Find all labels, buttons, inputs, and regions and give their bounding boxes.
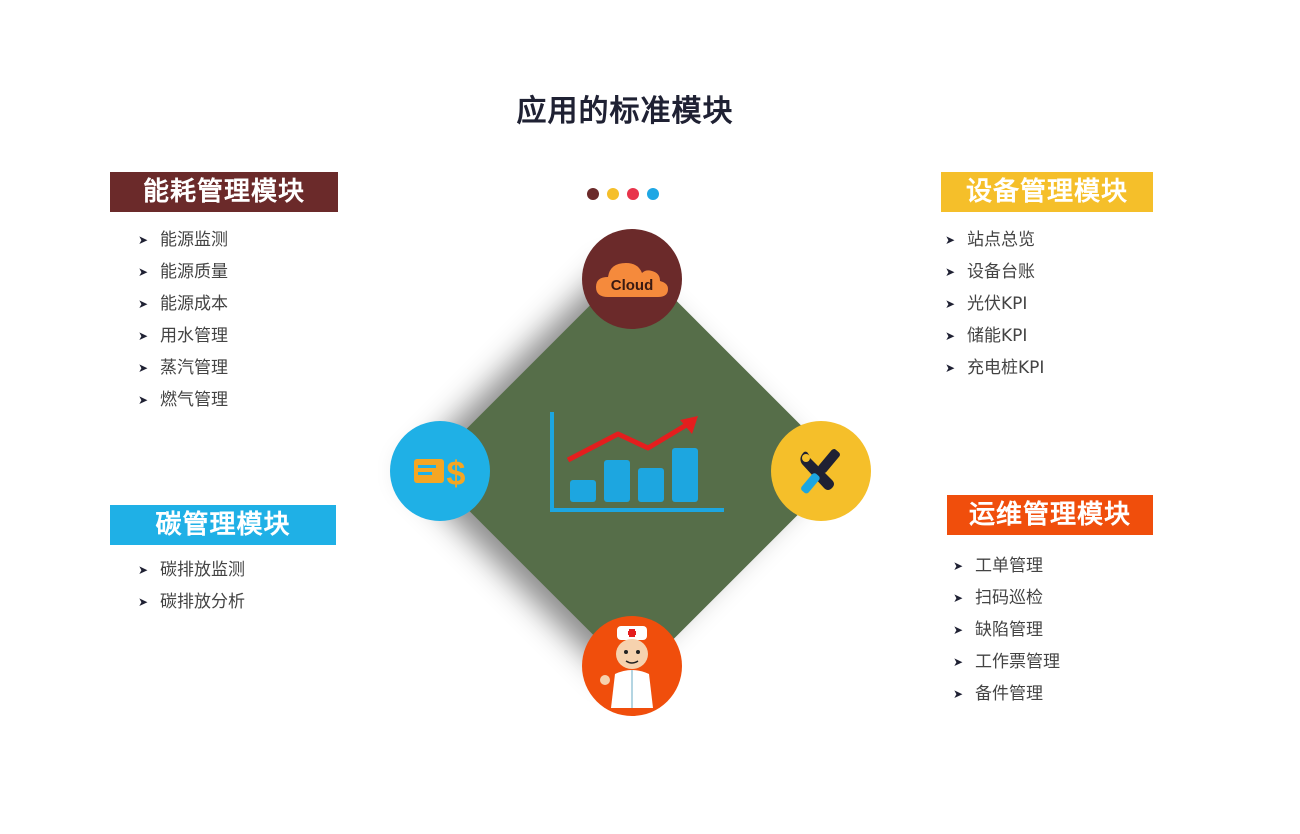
decorative-dots: [587, 188, 659, 200]
list-item: ➤光伏KPI: [945, 288, 1044, 320]
list-item: ➤蒸汽管理: [138, 352, 228, 384]
list-item: ➤能源监测: [138, 224, 228, 256]
ops-module-list: ➤工单管理 ➤扫码巡检 ➤缺陷管理 ➤工作票管理 ➤备件管理: [953, 550, 1060, 710]
arrow-bullet-icon: ➤: [953, 591, 964, 605]
energy-module-list: ➤能源监测 ➤能源质量 ➤能源成本 ➤用水管理 ➤蒸汽管理 ➤燃气管理: [138, 224, 228, 416]
arrow-bullet-icon: ➤: [138, 233, 149, 247]
dot-1: [587, 188, 599, 200]
arrow-bullet-icon: ➤: [138, 265, 149, 279]
cloud-icon: Cloud: [596, 263, 668, 297]
device-module-header: 设备管理模块: [941, 172, 1153, 212]
device-module-title: 设备管理模块: [965, 177, 1128, 207]
ops-module-title: 运维管理模块: [968, 500, 1131, 530]
ops-module-header: 运维管理模块: [947, 495, 1153, 535]
dot-3: [627, 188, 639, 200]
arrow-bullet-icon: ➤: [953, 623, 964, 637]
carbon-module-header: 碳管理模块: [110, 505, 336, 545]
list-item: ➤备件管理: [953, 678, 1060, 710]
dot-4: [647, 188, 659, 200]
arrow-bullet-icon: ➤: [945, 361, 956, 375]
list-item: ➤缺陷管理: [953, 614, 1060, 646]
list-item: ➤站点总览: [945, 224, 1044, 256]
doctor-circle: [582, 616, 682, 716]
tools-icon: [800, 449, 840, 494]
arrow-bullet-icon: ➤: [138, 361, 149, 375]
carbon-module-title: 碳管理模块: [155, 510, 291, 540]
arrow-bullet-icon: ➤: [138, 563, 149, 577]
arrow-bullet-icon: ➤: [138, 393, 149, 407]
arrow-bullet-icon: ➤: [945, 233, 956, 247]
list-item: ➤能源质量: [138, 256, 228, 288]
list-item: ➤能源成本: [138, 288, 228, 320]
energy-module-title: 能耗管理模块: [142, 177, 305, 207]
page-title: 应用的标准模块: [516, 94, 734, 129]
arrow-bullet-icon: ➤: [953, 687, 964, 701]
doctor-icon: [600, 626, 653, 708]
arrow-bullet-icon: ➤: [953, 559, 964, 573]
money-card-icon: $: [414, 455, 466, 493]
device-module-list: ➤站点总览 ➤设备台账 ➤光伏KPI ➤储能KPI ➤充电桩KPI: [945, 224, 1044, 384]
list-item: ➤燃气管理: [138, 384, 228, 416]
list-item: ➤用水管理: [138, 320, 228, 352]
list-item: ➤工单管理: [953, 550, 1060, 582]
list-item: ➤碳排放分析: [138, 586, 245, 618]
arrow-bullet-icon: ➤: [945, 329, 956, 343]
arrow-bullet-icon: ➤: [945, 297, 956, 311]
list-item: ➤储能KPI: [945, 320, 1044, 352]
svg-text:$: $: [447, 455, 466, 493]
arrow-bullet-icon: ➤: [138, 329, 149, 343]
arrow-bullet-icon: ➤: [945, 265, 956, 279]
list-item: ➤设备台账: [945, 256, 1044, 288]
list-item: ➤扫码巡检: [953, 582, 1060, 614]
arrow-bullet-icon: ➤: [953, 655, 964, 669]
tools-circle: [771, 421, 871, 521]
growth-chart-icon: [550, 412, 724, 512]
money-circle: $: [390, 421, 490, 521]
arrow-bullet-icon: ➤: [138, 297, 149, 311]
cloud-label: Cloud: [611, 277, 654, 294]
energy-module-header: 能耗管理模块: [110, 172, 338, 212]
cloud-circle: Cloud: [582, 229, 682, 329]
carbon-module-list: ➤碳排放监测 ➤碳排放分析: [138, 554, 245, 618]
list-item: ➤工作票管理: [953, 646, 1060, 678]
dot-2: [607, 188, 619, 200]
list-item: ➤充电桩KPI: [945, 352, 1044, 384]
arrow-bullet-icon: ➤: [138, 595, 149, 609]
list-item: ➤碳排放监测: [138, 554, 245, 586]
